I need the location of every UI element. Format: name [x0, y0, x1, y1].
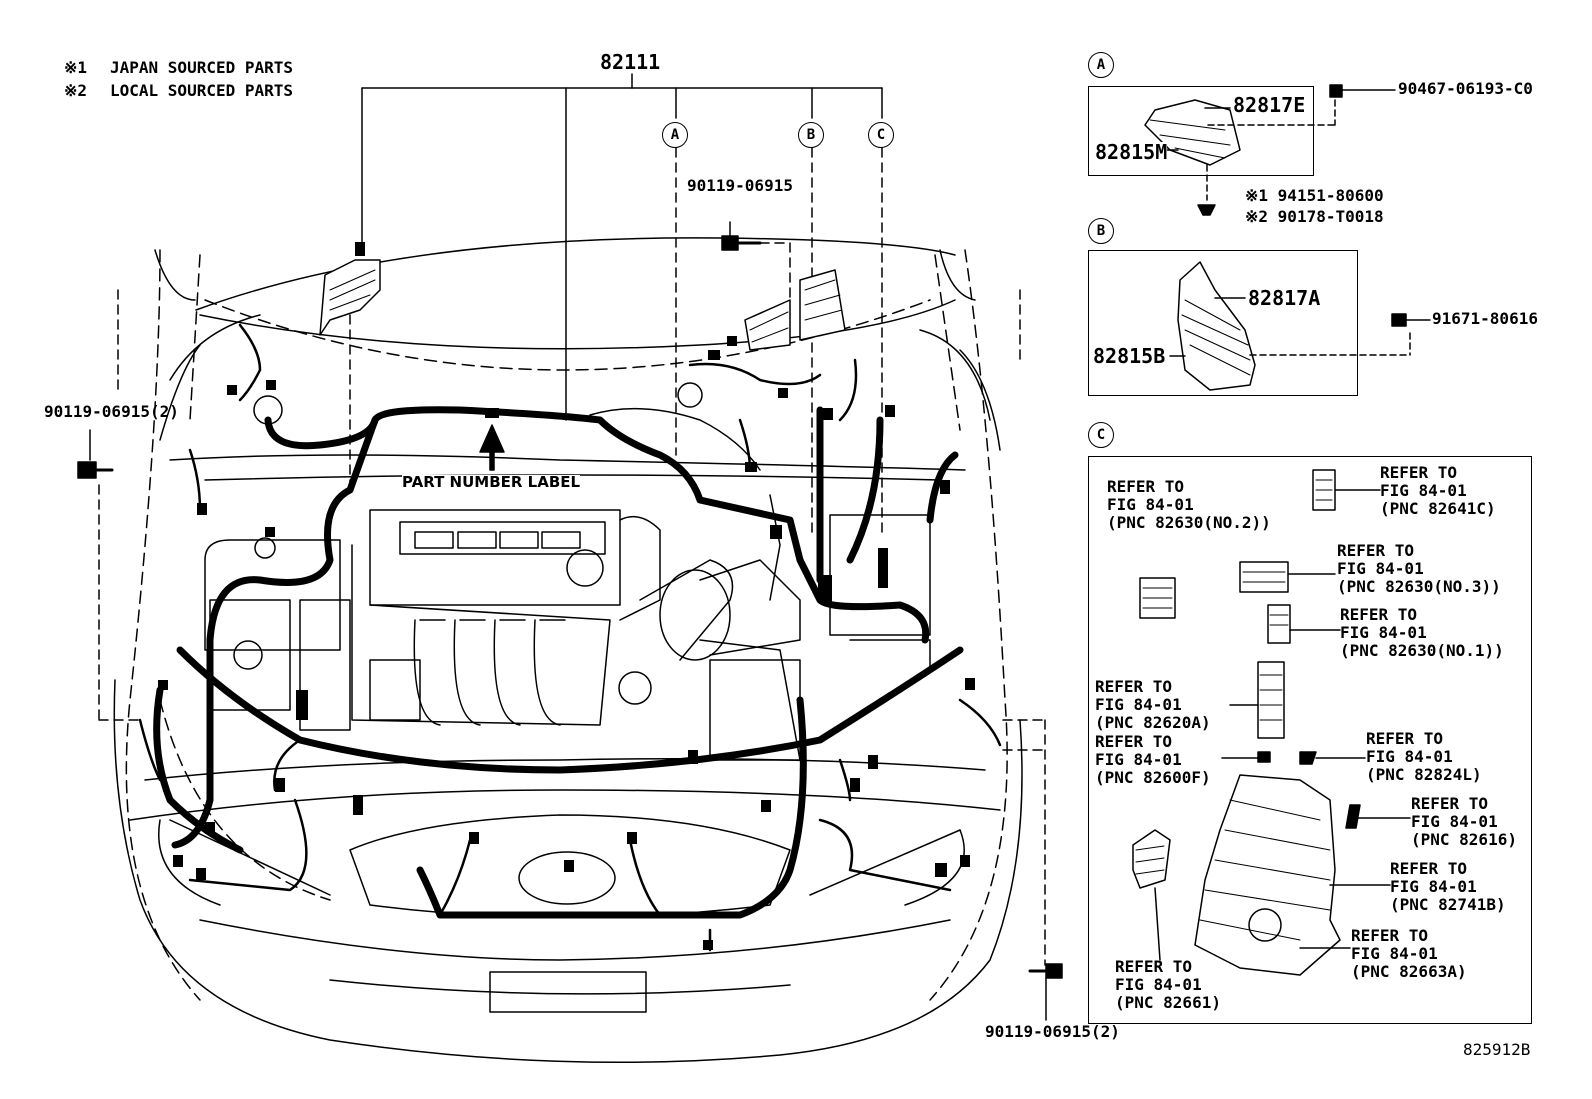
bolt-right-label: 90119-06915(2) — [985, 1022, 1120, 1041]
bolt-left-icon — [77, 429, 114, 479]
detail-b-box — [1088, 250, 1358, 396]
callout-dashed-leaders — [98, 147, 1046, 966]
harness-connectors — [158, 242, 975, 950]
relay-bracket-hatch — [329, 269, 843, 343]
note-local-mark: ※2 — [64, 81, 88, 100]
detail-a-nut-japan: ※1 94151-80600 — [1245, 186, 1384, 205]
note-japan-text: JAPAN SOURCED PARTS — [110, 58, 294, 77]
callout-b: B — [798, 122, 824, 148]
part-number-label-text: PART NUMBER LABEL — [402, 473, 581, 491]
detail-c-marker: C — [1088, 422, 1114, 448]
callout-c: C — [868, 122, 894, 148]
part-82817e: 82817E — [1233, 93, 1306, 117]
detail-b-bolt: 91671-80616 — [1432, 309, 1538, 328]
detail-a-bolt: 90467-06193-C0 — [1398, 79, 1533, 98]
relay-bracket-main — [319, 259, 846, 351]
detail-b-art — [1169, 261, 1431, 391]
hood-dashed-outline — [125, 249, 1008, 1001]
figure-id: 825912B — [1463, 1040, 1531, 1059]
detail-a-box — [1088, 86, 1314, 176]
part-82815m: 82815M — [1095, 140, 1168, 164]
bolt-top-icon — [721, 221, 762, 251]
part-82817a: 82817A — [1248, 286, 1321, 310]
label-arrow — [479, 424, 505, 471]
bolt-right-icon — [1028, 963, 1063, 1021]
part-number-82111: 82111 — [600, 50, 661, 74]
detail-a-nut-local: ※2 90178-T0018 — [1245, 207, 1384, 226]
engine-block — [204, 382, 931, 761]
bolt-top-label: 90119-06915 — [687, 176, 793, 195]
detail-b-marker: B — [1088, 218, 1114, 244]
part-82111-leader — [361, 73, 883, 421]
car-body-outline — [113, 237, 1023, 1064]
note-japan-mark: ※1 — [64, 58, 88, 77]
callout-a: A — [662, 122, 688, 148]
bolt-left-label: 90119-06915(2) — [44, 402, 179, 421]
detail-c-art — [1132, 469, 1411, 976]
detail-a-art — [1144, 84, 1396, 216]
detail-a-marker: A — [1088, 52, 1114, 78]
note-local-text: LOCAL SOURCED PARTS — [110, 81, 294, 100]
detail-c-box — [1088, 456, 1532, 1024]
wire-harness-main — [153, 406, 964, 919]
part-82815b: 82815B — [1093, 344, 1166, 368]
